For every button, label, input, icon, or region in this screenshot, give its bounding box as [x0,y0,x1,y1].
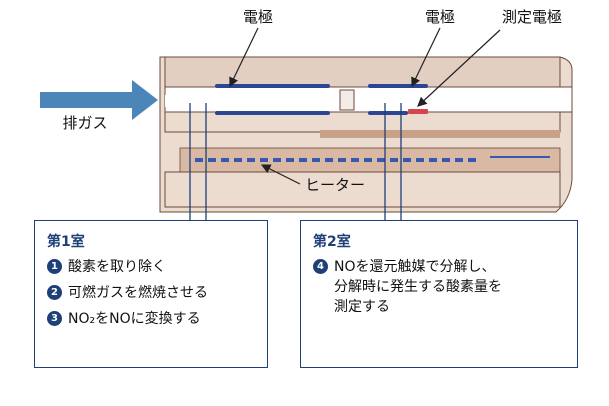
chamber1-item: 3 NO₂をNOに変換する [47,309,255,329]
chamber1-callout: 第1室 1 酸素を取り除く 2 可燃ガスを燃焼させる 3 NO₂をNOに変換する [34,220,268,368]
chamber1-item-text: 可燃ガスを燃焼させる [68,285,208,301]
electrode-left-bottom [215,111,330,115]
leader-lines [229,27,501,185]
chamber1-item: 1 酸素を取り除く [47,257,255,277]
electrode-right-top [368,84,428,88]
chamber2-item-text: NOを還元触媒で分解し、 分解時に発生する酸素量を 測定する [334,259,502,315]
number-badge-icon: 4 [313,259,328,274]
label-electrode-left: 電極 [243,8,273,26]
electrode-left-top [215,84,330,88]
chamber2-title: 第2室 [313,234,351,250]
label-electrode-right: 電極 [425,8,455,26]
label-exhaust-gas: 排ガス [62,114,107,132]
heater [195,156,550,162]
chamber2-callout: 第2室 4 NOを還元触媒で分解し、 分解時に発生する酸素量を 測定する [300,220,578,368]
chamber1-item-text: NO₂をNOに変換する [68,311,201,327]
chamber1-title: 第1室 [47,234,85,250]
electrodes [215,84,428,115]
exhaust-arrow-icon [40,80,158,120]
electrode-right-bottom [368,111,408,115]
label-measuring-electrode: 測定電極 [502,8,562,26]
number-badge-icon: 3 [47,311,62,326]
measuring-electrode [408,109,428,114]
label-heater: ヒーター [305,176,365,194]
sensor-body [159,56,573,213]
number-badge-icon: 1 [47,259,62,274]
chamber1-item-text: 酸素を取り除く [68,259,166,275]
number-badge-icon: 2 [47,285,62,300]
chamber2-item: 4 NOを還元触媒で分解し、 分解時に発生する酸素量を 測定する [313,257,565,317]
chamber1-item: 2 可燃ガスを燃焼させる [47,283,255,303]
